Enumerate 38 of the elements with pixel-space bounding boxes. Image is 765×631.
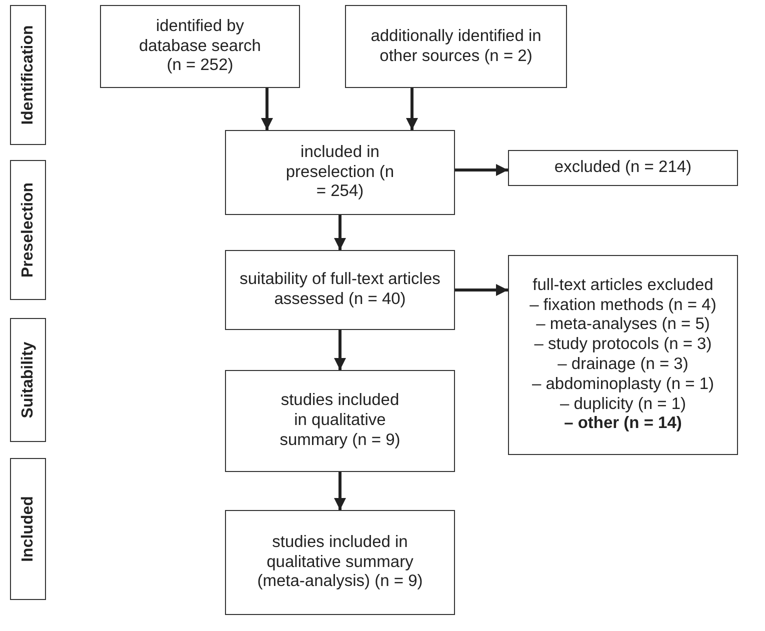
arrow [334, 330, 346, 370]
stage-box [10, 318, 46, 442]
stage-label: Included [18, 496, 38, 562]
arrow [455, 164, 508, 176]
box-text: excluded (n = 214) [554, 158, 692, 178]
process-box [225, 250, 455, 330]
stage-box [10, 160, 46, 300]
list-item: – meta-analyses (n = 5) [536, 315, 710, 336]
list-item: – fixation methods (n = 4) [530, 296, 716, 316]
process-box [225, 130, 455, 215]
arrow [261, 88, 273, 130]
list-item: – duplicity (n = 1) [560, 394, 686, 414]
process-box [508, 150, 738, 186]
box-text: suitability of full-text articles assessed (n = 40) [238, 270, 442, 310]
stage-label: Preselection [18, 182, 38, 278]
box-text: included in preselection (n = 254) [284, 142, 396, 202]
list-item: – study protocols (n = 3) [534, 335, 712, 355]
arrow [406, 88, 418, 130]
stage-label: Identification [18, 25, 38, 125]
arrow [334, 472, 346, 510]
arrow [455, 284, 508, 296]
arrow [334, 215, 346, 250]
box-text: studies included in qualitative summary (n = 9) [278, 391, 402, 451]
process-box [225, 370, 455, 472]
process-box [508, 255, 738, 455]
list-item: – drainage (n = 3) [558, 355, 688, 375]
box-text: identified by database search (n = 252) [138, 16, 262, 76]
box-heading: full-text articles excluded [532, 276, 714, 296]
list-item: – other (n = 14) [564, 414, 682, 434]
process-box [100, 5, 300, 88]
process-box [345, 5, 567, 88]
list-item: – abdominoplasty (n = 1) [532, 374, 714, 395]
stage-box [10, 458, 46, 600]
box-text: studies included in qualitative summary (meta-analysis) (n = 9) [256, 532, 424, 592]
process-box [225, 510, 455, 615]
box-text: additionally identified in other sources (n = 2) [370, 26, 542, 66]
stage-label: Suitability [18, 342, 38, 418]
stage-box [10, 5, 46, 145]
